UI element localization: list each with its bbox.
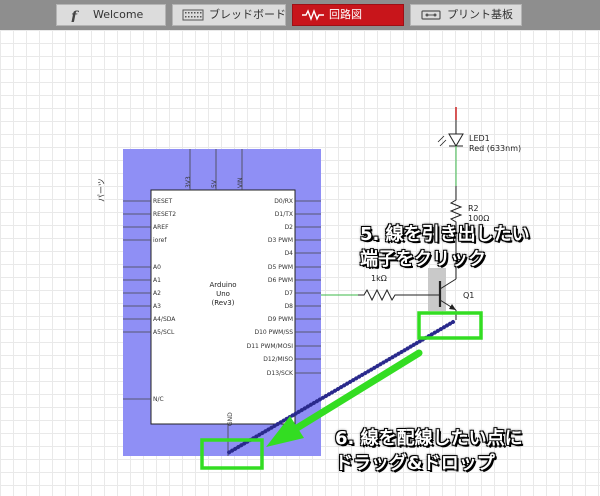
right-pin-label: D10 PWM/SS (254, 329, 293, 336)
tab-schematic-label: 回路図 (329, 8, 362, 21)
left-pin-label: ioref (153, 237, 167, 244)
left-pin-label: N/C (153, 396, 164, 403)
r2-name: R2 (468, 204, 479, 213)
left-pin-label: A5/SCL (153, 329, 175, 336)
callout-step5-line2: 端子をクリック (360, 249, 486, 270)
right-pin-label: D1/TX (275, 211, 293, 218)
tab-breadboard-label: ブレッドボード (209, 8, 286, 21)
left-pin-label: A1 (153, 277, 161, 284)
dragged-wire-core (227, 321, 454, 454)
left-pin-label: A4/SDA (153, 316, 176, 323)
highlight-drop-point (200, 438, 264, 470)
tab-bar: f Welcome ブレッドボード 回路図 プリント基板 (0, 0, 600, 30)
right-pin-label: D9 PWM (268, 316, 293, 323)
left-pin-label: A0 (153, 264, 161, 271)
tab-pcb-label: プリント基板 (447, 8, 513, 21)
right-pin-label: D3 PWM (268, 237, 293, 244)
pin-label-3v3: 3V3 (185, 176, 192, 188)
callout-step5: 5. 線を引き出したい 端子をクリック (360, 224, 530, 271)
svg-text:f: f (70, 9, 80, 22)
right-pin-label: D7 (285, 290, 294, 297)
resistor-1k-value: 1kΩ (371, 274, 387, 283)
pin-label-vin: VIN (237, 178, 244, 188)
q1-selection (428, 268, 446, 311)
pin-label-gnd: GND (227, 412, 234, 426)
right-pin-label: D5 PWM (268, 264, 293, 271)
arduino-name-line2: Uno (216, 290, 230, 298)
tab-schematic[interactable]: 回路図 (292, 4, 404, 26)
q1-name: Q1 (463, 291, 474, 300)
right-pin-label: D4 (285, 250, 294, 257)
left-pin-label: A2 (153, 290, 161, 297)
parts-label: パーツ (97, 178, 106, 202)
led1-name: LED1 (469, 134, 490, 143)
led1-value: Red (633nm) (469, 144, 521, 153)
tab-breadboard[interactable]: ブレッドボード (172, 4, 286, 26)
resistor-1k[interactable]: 1kΩ (358, 274, 428, 302)
schematic-icon (302, 9, 324, 21)
fritzing-logo-icon: f (70, 9, 80, 22)
led1-part[interactable]: LED1 Red (633nm) (437, 107, 521, 186)
tab-pcb[interactable]: プリント基板 (410, 4, 522, 26)
right-pin-label: D11 PWM/MOSI (247, 343, 294, 350)
arduino-body (150, 189, 296, 425)
left-pin-label: AREF (153, 224, 169, 231)
green-arrow (266, 349, 423, 447)
tab-welcome[interactable]: f Welcome (56, 4, 166, 26)
left-pin-label: RESET2 (153, 211, 176, 218)
pin-label-5v: 5V (211, 179, 218, 188)
resistor-r2[interactable]: R2 100Ω (449, 186, 489, 262)
callout-step5-line1: 5. 線を引き出したい (360, 224, 530, 245)
left-pin-label: RESET (153, 198, 173, 205)
arduino-name-line1: Arduino (209, 281, 236, 289)
tab-welcome-label: Welcome (93, 8, 144, 21)
right-pin-label: D2 (285, 224, 294, 231)
r2-value: 100Ω (468, 214, 489, 223)
right-pin-label: D8 (285, 303, 294, 310)
right-pin-label: D13/SCK (267, 370, 294, 377)
pcb-icon (421, 10, 441, 20)
right-pin-label: D0/RX (274, 198, 293, 205)
arduino-name-line3: (Rev3) (212, 299, 235, 307)
transistor-q1[interactable]: Q1 (428, 262, 474, 320)
callout-step6: 6. 線を配線したい点に ドラッグ&ドロップ (335, 428, 523, 475)
breadboard-icon (182, 9, 204, 21)
right-pin-label: D12/MISO (263, 356, 293, 363)
highlight-terminal (417, 311, 483, 340)
right-pin-label: D6 PWM (268, 277, 293, 284)
callout-step6-line2: ドラッグ&ドロップ (335, 453, 495, 474)
left-pin-label: A3 (153, 303, 161, 310)
callout-step6-line1: 6. 線を配線したい点に (335, 428, 523, 449)
